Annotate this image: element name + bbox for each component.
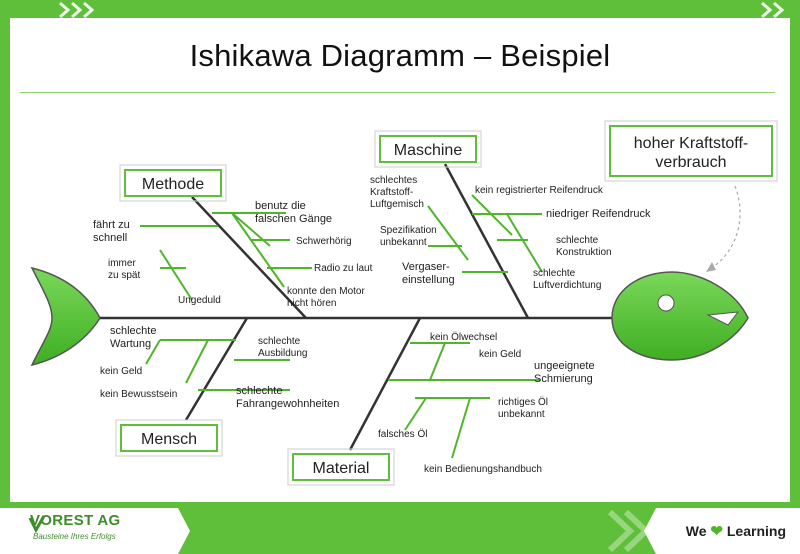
cause-mensch-1: kein Geld: [100, 366, 142, 377]
mensch-cause-lines: [145, 339, 290, 391]
bone-material: [348, 317, 422, 451]
cause-methode-5: Radio zu laut: [314, 263, 373, 274]
effect-arrow: [707, 185, 741, 271]
cause-material-5: kein Bedienungshandbuch: [424, 464, 542, 475]
cause-maschine-3: kein registrierter Reifendruck: [475, 185, 604, 196]
methode-cause-lines: [140, 212, 312, 301]
fish-eye: [657, 294, 675, 312]
bone-maschine: [443, 163, 530, 319]
category-maschine-label: Maschine: [394, 142, 463, 159]
cause-material-0: kein Ölwechsel: [430, 331, 497, 343]
cause-material-4: falsches Öl: [378, 428, 427, 440]
learning-text: Learning: [726, 523, 786, 539]
category-maschine-box: Maschine: [374, 130, 482, 168]
material-cause-lines: [388, 342, 540, 459]
vorest-tagline: Bausteine Ihres Erfolgs: [33, 532, 116, 541]
cause-methode-4: Schwerhörig: [296, 236, 352, 247]
cause-mensch-2: kein Bewusstsein: [100, 389, 177, 400]
category-mensch-label: Mensch: [141, 431, 197, 448]
effect-label: hoher Kraftstoff-verbrauch: [634, 135, 748, 171]
we-love-learning: We ❤ Learning: [686, 522, 786, 540]
cause-methode-2: Ungeduld: [178, 295, 221, 306]
category-material-box: Material: [287, 448, 395, 486]
fish-tail: [30, 266, 101, 367]
category-mensch-box: Mensch: [115, 419, 223, 457]
category-material-label: Material: [313, 460, 370, 477]
vorest-logo: VOREST AG: [30, 512, 121, 529]
heart-icon: ❤: [710, 523, 723, 540]
category-methode-box: Methode: [119, 164, 227, 202]
cause-maschine-2: Vergaser-einstellung: [402, 261, 455, 286]
we-text: We: [685, 523, 707, 539]
fish-head: [611, 271, 749, 361]
page-title: Ishikawa Diagramm – Beispiel: [189, 38, 611, 73]
content-card: [10, 18, 790, 502]
maschine-cause-lines: [427, 194, 543, 273]
bone-methode: [191, 196, 307, 319]
title-divider: [20, 92, 775, 93]
bone-mensch: [184, 317, 249, 421]
fish-gill: [706, 311, 740, 326]
category-methode-label: Methode: [142, 176, 204, 193]
effect-box: hoher Kraftstoff-verbrauch: [604, 120, 778, 182]
cause-material-1: kein Geld: [479, 349, 521, 360]
cause-maschine-4: niedriger Reifendruck: [546, 208, 651, 220]
